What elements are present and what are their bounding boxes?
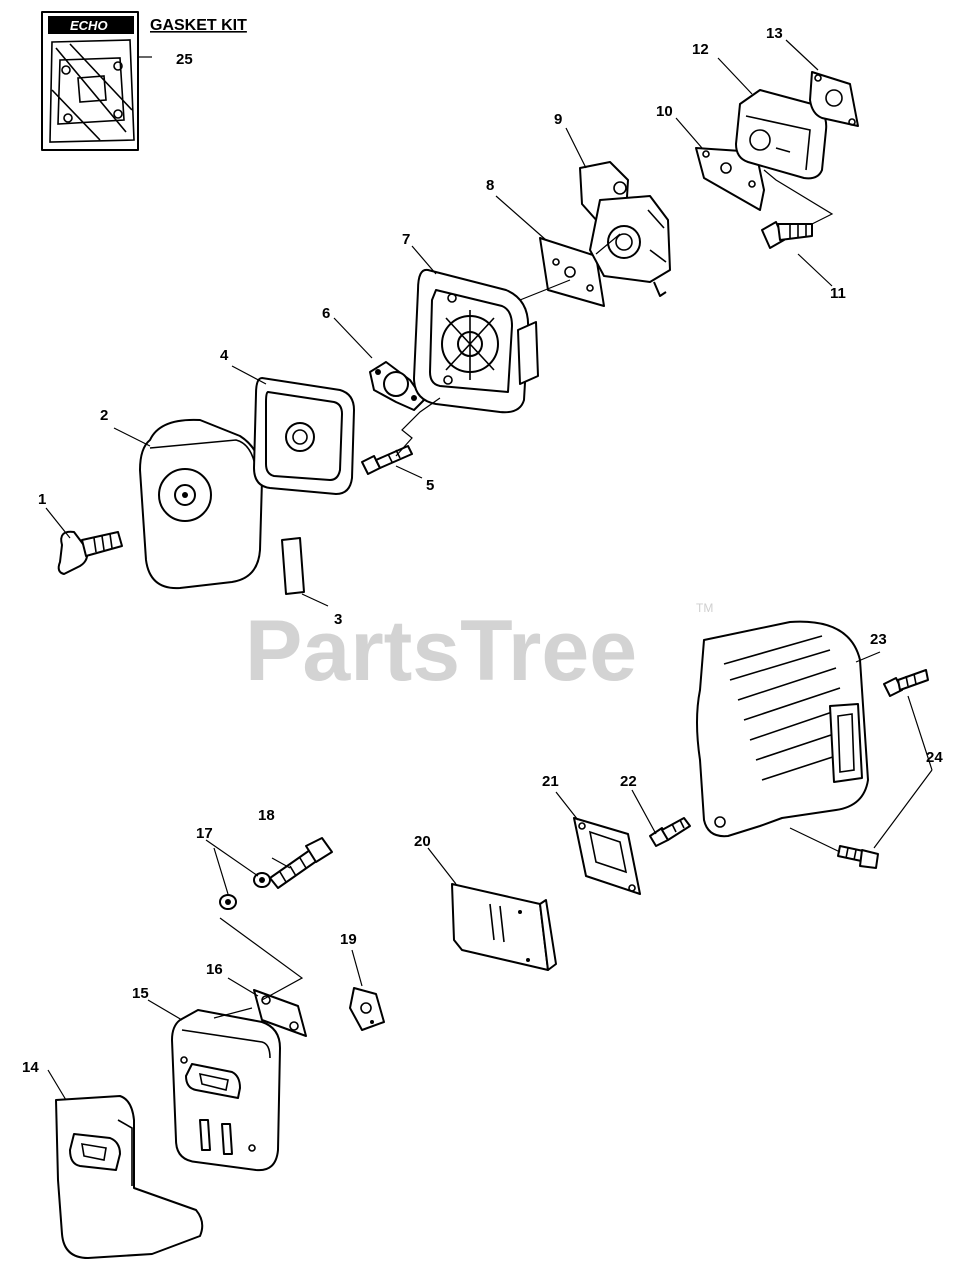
part-5-bolt[interactable]: [361, 445, 413, 475]
callout-2: 2: [100, 407, 108, 424]
callout-labels: 1 2 3 4 5 6 7 8 9 10 11 12 13 14 15 16 1…: [22, 25, 943, 1076]
callout-12: 12: [692, 41, 709, 58]
callout-10: 10: [656, 103, 673, 120]
part-17-washer-1[interactable]: [253, 872, 271, 888]
gasket-kit-title: GASKET KIT: [150, 17, 247, 34]
callout-4: 4: [220, 347, 229, 364]
part-6-choke-plate[interactable]: [369, 361, 425, 411]
callout-19: 19: [340, 931, 357, 948]
watermark-trademark: TM: [696, 601, 713, 615]
callout-3: 3: [334, 611, 342, 628]
part-7-air-cleaner-case[interactable]: [413, 268, 539, 414]
callout-16: 16: [206, 961, 223, 978]
callout-15: 15: [132, 985, 149, 1002]
callout-20: 20: [414, 833, 431, 850]
brand-logo-text: ECHO: [70, 18, 108, 33]
part-9-carburetor[interactable]: [579, 161, 671, 297]
part-11-bolt[interactable]: [761, 221, 813, 249]
callout-8: 8: [486, 177, 494, 194]
part-3-label[interactable]: [281, 537, 305, 595]
part-15-muffler[interactable]: [171, 1009, 281, 1172]
callout-22: 22: [620, 773, 637, 790]
callout-21: 21: [542, 773, 559, 790]
gasket-kit-box[interactable]: ECHO: [41, 11, 139, 151]
part-8-gasket[interactable]: [539, 237, 605, 307]
callout-18: 18: [258, 807, 275, 824]
callout-24: 24: [926, 749, 943, 766]
part-14-heat-shield[interactable]: [55, 1095, 204, 1259]
callout-17: 17: [196, 825, 213, 842]
leader-lines: [45, 39, 933, 1101]
part-24-bolt-lower[interactable]: [837, 845, 879, 869]
callout-13: 13: [766, 25, 783, 42]
part-22-bolt[interactable]: [649, 817, 691, 847]
part-19-plate[interactable]: [349, 987, 385, 1031]
part-13-gasket[interactable]: [809, 71, 859, 127]
callout-7: 7: [402, 231, 410, 248]
callout-25: 25: [176, 51, 193, 68]
part-23-cylinder-cover[interactable]: [696, 620, 869, 838]
callout-5: 5: [426, 477, 434, 494]
callout-14: 14: [22, 1059, 39, 1076]
part-4-air-filter[interactable]: [253, 377, 355, 495]
part-2-air-cleaner-cover[interactable]: [139, 418, 263, 590]
callout-6: 6: [322, 305, 330, 322]
echo-logo-icon: [48, 16, 134, 34]
watermark-text: PartsTree: [245, 603, 637, 699]
callout-9: 9: [554, 111, 562, 128]
callout-1: 1: [38, 491, 46, 508]
part-1-wing-bolt[interactable]: [57, 530, 123, 575]
part-24-bolt-upper[interactable]: [883, 669, 929, 697]
part-20-muffler-cover[interactable]: [451, 883, 557, 971]
callout-11: 11: [830, 285, 846, 302]
part-18-bolt[interactable]: [269, 837, 333, 889]
part-21-gasket[interactable]: [573, 817, 641, 895]
part-17-washer-2[interactable]: [219, 894, 237, 910]
callout-23: 23: [870, 631, 887, 648]
